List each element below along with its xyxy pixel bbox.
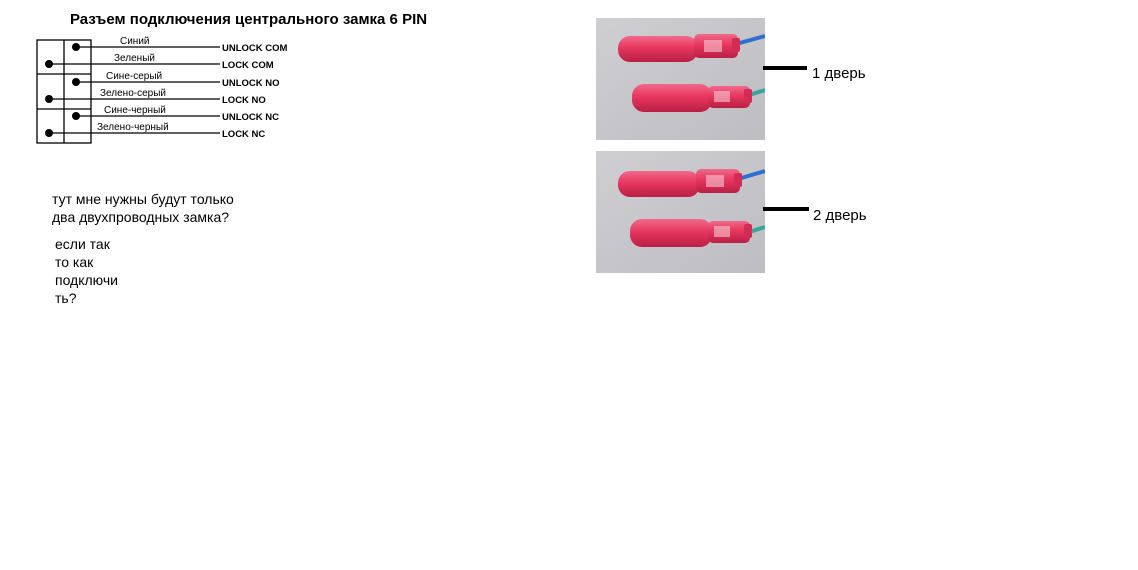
- door-1-label: 1 дверь: [812, 65, 866, 82]
- wire-color-label: Зелено-серый: [100, 88, 166, 99]
- pink-connector: [630, 219, 752, 247]
- wire-color-label: Сине-серый: [106, 71, 162, 82]
- signal-label: LOCK NC: [222, 129, 265, 140]
- followup-line: то как: [55, 254, 94, 270]
- wire-color-label: Синий: [120, 36, 150, 47]
- pointer-line: [763, 66, 807, 70]
- signal-label: UNLOCK NC: [222, 112, 279, 123]
- door-2-label: 2 дверь: [813, 207, 867, 224]
- wire-color-label: Зелено-черный: [97, 122, 169, 133]
- question-line: два двухпроводных замка?: [52, 209, 230, 225]
- followup-line: ть?: [55, 290, 77, 306]
- signal-label: UNLOCK COM: [222, 43, 288, 54]
- signal-label: UNLOCK NO: [222, 78, 280, 89]
- blue-wire: [735, 34, 765, 46]
- question-text: тут мне нужны будут только два двухпрово…: [52, 190, 234, 226]
- connector-photo-door-2: [596, 151, 765, 273]
- followup-text: если так то как подключи ть?: [55, 235, 118, 307]
- wire-color-label: Сине-черный: [104, 105, 166, 116]
- pointer-line: [763, 207, 809, 211]
- page-title: Разъем подключения центрального замка 6 …: [70, 11, 428, 28]
- connector-photo-door-1: [596, 18, 765, 140]
- blue-wire: [737, 169, 765, 181]
- pink-connector: [618, 169, 742, 197]
- signal-label: LOCK NO: [222, 95, 266, 106]
- followup-line: если так: [55, 236, 110, 252]
- pink-connector: [632, 84, 752, 112]
- wire-color-label: Зеленый: [114, 53, 155, 64]
- pink-connector: [618, 34, 740, 62]
- signal-label: LOCK COM: [222, 60, 274, 71]
- connector-pinout-diagram: Синий UNLOCK COM Зеленый LOCK COM Сине-с…: [36, 36, 288, 144]
- question-line: тут мне нужны будут только: [52, 191, 234, 207]
- followup-line: подключи: [55, 272, 118, 288]
